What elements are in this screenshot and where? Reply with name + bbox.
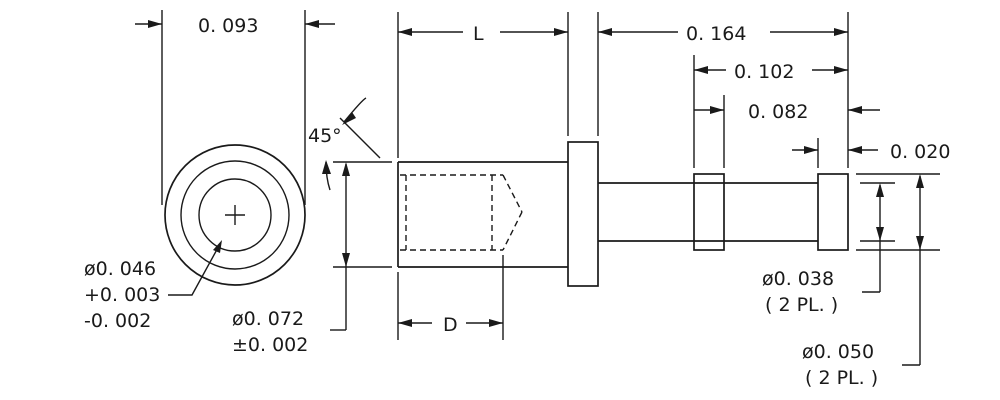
chamfer-angle-label: 45° xyxy=(308,125,342,147)
body-dia-label: ø0. 072 xyxy=(232,308,304,330)
dim-length-L: L xyxy=(397,12,569,158)
dim-depth-D: D xyxy=(397,255,504,340)
arrowhead xyxy=(398,319,412,327)
dim-overall-right: 0. 164 xyxy=(597,12,849,168)
ring-qty-label: ( 2 PL. ) xyxy=(805,367,878,389)
right-span-label: 0. 102 xyxy=(734,61,794,83)
end-view-outer-circle xyxy=(164,144,306,286)
arrowhead xyxy=(916,174,924,188)
arrowhead xyxy=(489,319,503,327)
bore-tol-minus-label: -0. 002 xyxy=(84,310,151,332)
end-view-bore-circle xyxy=(198,178,272,252)
angle-arc xyxy=(343,97,367,123)
arrowhead xyxy=(554,28,568,36)
arrowhead xyxy=(694,66,708,74)
arrowhead xyxy=(342,162,350,176)
arrowhead xyxy=(305,20,319,28)
arrowhead xyxy=(804,146,818,154)
overall-right-label: 0. 164 xyxy=(686,23,746,45)
arrowhead xyxy=(876,227,884,241)
leader-line xyxy=(168,243,221,296)
ring-spacing-label: 0. 082 xyxy=(748,101,808,123)
flange xyxy=(567,141,599,287)
arrowhead xyxy=(710,106,724,114)
pin-dia-label: ø0. 038 xyxy=(762,268,834,290)
end-view-width-label: 0. 093 xyxy=(198,15,258,37)
arrowhead xyxy=(148,20,162,28)
arrowhead xyxy=(834,28,848,36)
arrowhead xyxy=(876,183,884,197)
chamfer-line xyxy=(339,117,381,159)
length-L-label: L xyxy=(473,23,484,45)
arrowhead xyxy=(598,28,612,36)
ring-2 xyxy=(817,173,849,251)
arrowhead xyxy=(848,106,862,114)
bore-dia-label: ø0. 046 xyxy=(84,258,156,280)
arrowhead xyxy=(213,240,222,253)
arrowhead xyxy=(322,160,331,174)
dim-ring-diameter: ø0. 050 ( 2 PL. ) xyxy=(802,173,940,389)
arrowhead xyxy=(342,112,356,125)
arrowhead xyxy=(848,146,862,154)
dim-chamfer-angle: 45° xyxy=(308,97,381,191)
end-view xyxy=(164,144,306,286)
bore-tol-plus-label: +0. 003 xyxy=(84,284,160,306)
dim-right-span: 0. 102 xyxy=(693,55,848,168)
dim-ring-spacing: 0. 082 xyxy=(694,95,880,168)
end-view-middle-circle xyxy=(180,160,290,270)
ring-dia-label: ø0. 050 xyxy=(802,341,874,363)
callout-bore-diameter: ø0. 046 +0. 003 -0. 002 xyxy=(84,240,222,332)
dim-body-diameter: ø0. 072 ±0. 002 xyxy=(232,161,392,356)
body-tol-label: ±0. 002 xyxy=(232,334,308,356)
arrowhead xyxy=(398,28,412,36)
ring-width-label: 0. 020 xyxy=(890,141,950,163)
ring-1 xyxy=(693,173,725,251)
arrowhead xyxy=(834,66,848,74)
dim-ring-width: 0. 020 xyxy=(792,138,950,168)
side-view xyxy=(397,141,849,287)
dim-end-view-width: 0. 093 xyxy=(135,10,335,205)
arrowhead xyxy=(916,236,924,250)
depth-D-label: D xyxy=(443,314,458,336)
pin-qty-label: ( 2 PL. ) xyxy=(765,294,838,316)
arrowhead xyxy=(342,253,350,267)
hidden-bore xyxy=(400,174,523,251)
dim-pin-diameter: ø0. 038 ( 2 PL. ) xyxy=(762,182,895,316)
